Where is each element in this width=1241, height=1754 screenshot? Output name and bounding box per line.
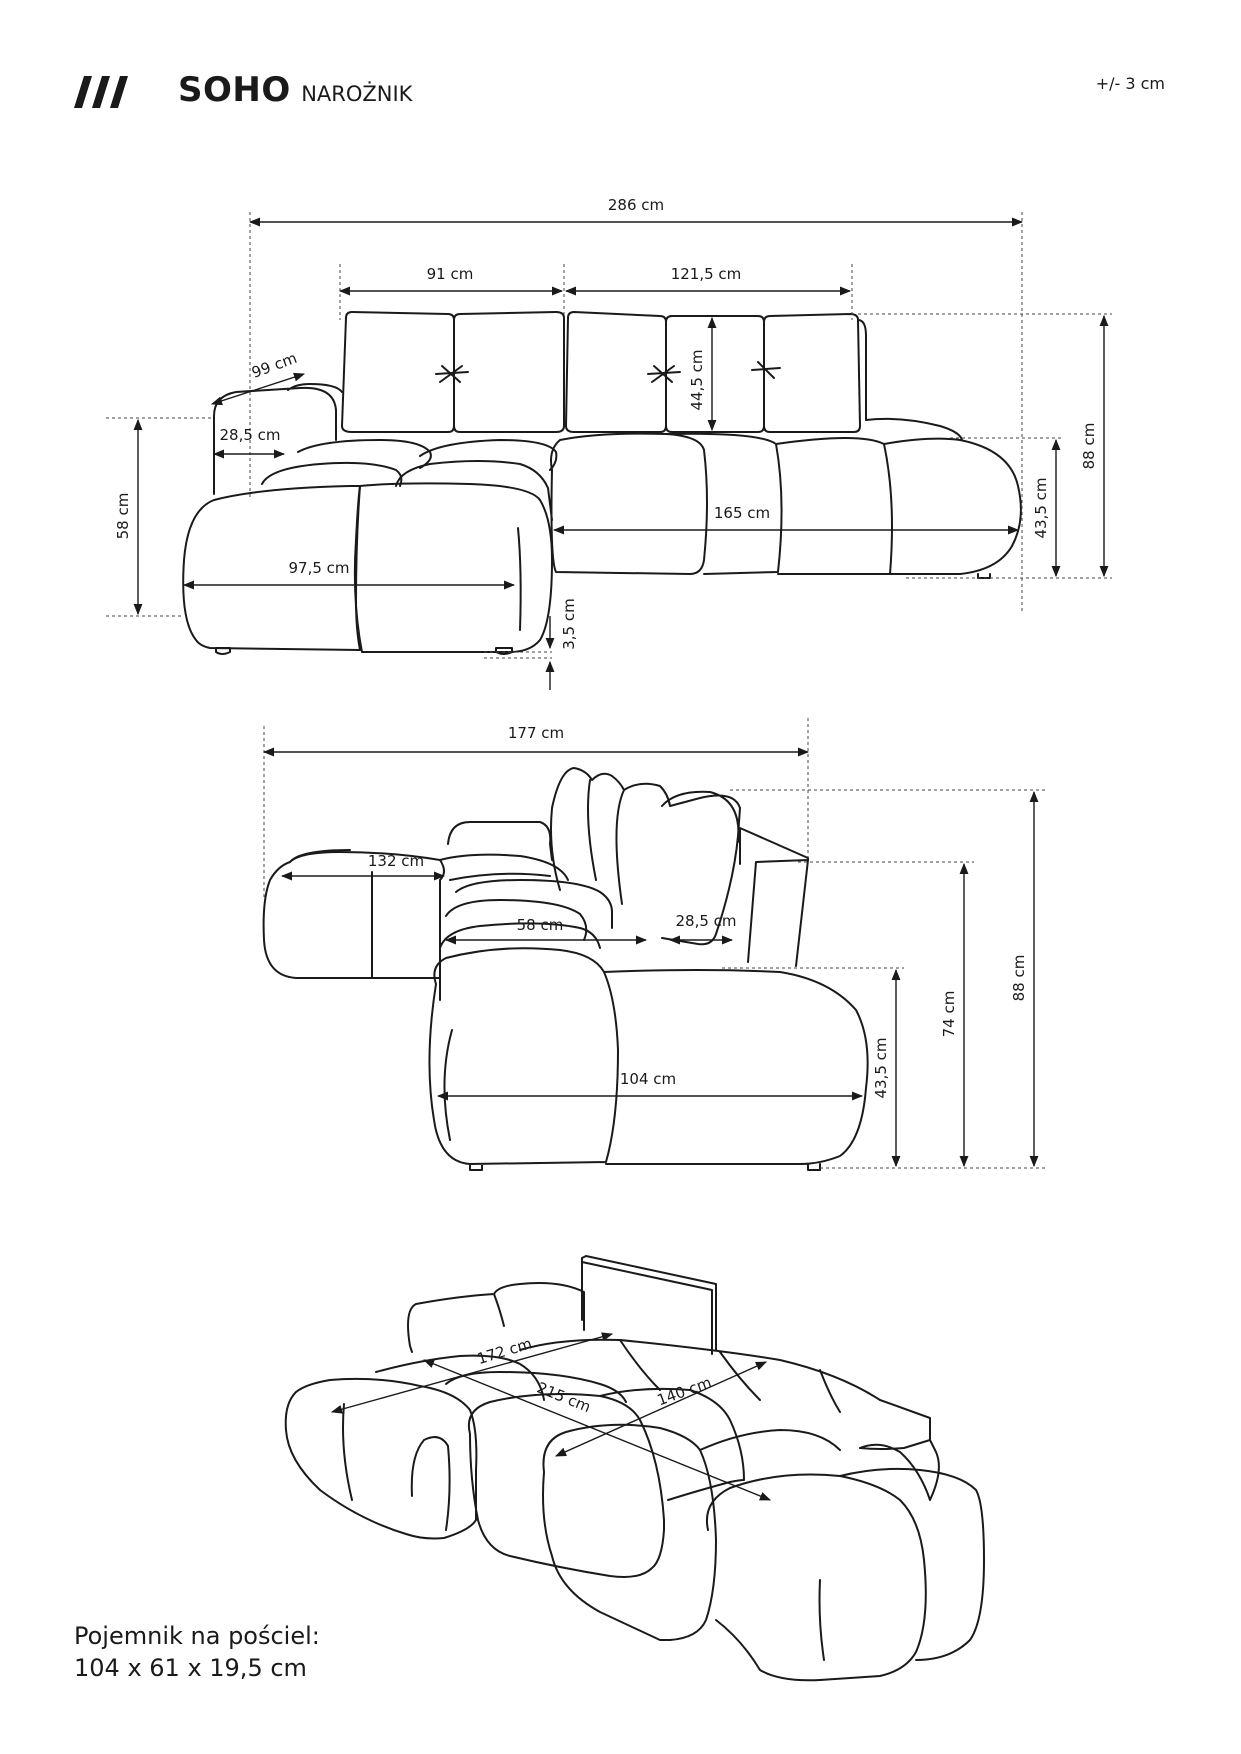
label-arm-depth: 99 cm [249, 349, 299, 382]
label-seat-width: 165 cm [714, 504, 770, 522]
bed-front-module [468, 1387, 745, 1578]
label-chaise-width: 97,5 cm [288, 559, 349, 577]
product-type: NAROŻNIK [301, 82, 413, 106]
label-seat-front: 104 cm [620, 1070, 676, 1088]
label-seat-height: 43,5 cm [1032, 477, 1050, 538]
brand-logo-icon [74, 76, 128, 108]
label-bed-length: 215 cm [534, 1378, 593, 1416]
front-view-drawing: 286 cm 91 cm 121,5 cm 99 cm 28,5 cm 44,5… [106, 196, 1112, 690]
chaise-module [182, 439, 558, 655]
storage-info: Pojemnik na pościel: 104 x 61 x 19,5 cm [74, 1620, 320, 1684]
bed-right-arm [859, 1439, 940, 1501]
side-front-seat [428, 947, 869, 1171]
side-left-arm [447, 821, 553, 861]
label-back-right: 121,5 cm [671, 265, 742, 283]
label-side-total-height: 88 cm [1010, 955, 1028, 1002]
label-total-width: 286 cm [608, 196, 664, 214]
side-right-arm [739, 827, 809, 967]
front-dimensions [106, 212, 1112, 690]
product-name: SOHO [178, 70, 291, 110]
back-cushions [341, 311, 867, 433]
label-depth: 177 cm [508, 724, 564, 742]
label-back-left: 91 cm [427, 265, 474, 283]
storage-size: 104 x 61 x 19,5 cm [74, 1654, 307, 1682]
side-view-drawing: 177 cm 132 cm 58 cm 28,5 cm 104 cm 43,5 … [262, 718, 1048, 1171]
label-cushion-height: 44,5 cm [688, 349, 706, 410]
label-chaise-length: 132 cm [368, 852, 424, 870]
storage-label: Pojemnik na pościel: [74, 1622, 320, 1650]
page-title: SOHO NAROŻNIK [178, 70, 412, 110]
bed-dimensions [330, 1332, 772, 1501]
label-bed-width: 140 cm [655, 1373, 714, 1409]
side-dimension-labels: 177 cm 132 cm 58 cm 28,5 cm 104 cm 43,5 … [368, 724, 1028, 1099]
side-middle-seat [439, 879, 613, 949]
label-seat-depth: 58 cm [517, 916, 564, 934]
label-bed-length-back: 172 cm [475, 1334, 534, 1368]
bed-front-cushion [542, 1423, 841, 1641]
label-arm-width: 28,5 cm [219, 426, 280, 444]
main-seat-module [550, 417, 1022, 579]
bed-view-drawing: 172 cm 215 cm 140 cm [284, 1255, 985, 1682]
bed-left-module [284, 1377, 478, 1540]
label-leg-height: 3,5 cm [560, 598, 578, 649]
side-chaise-top [439, 853, 569, 881]
side-dimensions [262, 718, 1048, 1169]
side-back-cushions [550, 767, 741, 946]
label-side-seat-height: 43,5 cm [872, 1037, 890, 1098]
label-arm-height: 74 cm [940, 991, 958, 1038]
tolerance-note: +/- 3 cm [1095, 74, 1165, 93]
front-dimension-labels: 286 cm 91 cm 121,5 cm 99 cm 28,5 cm 44,5… [114, 196, 1098, 650]
bed-headboard [581, 1255, 717, 1355]
label-side-arm-width: 28,5 cm [675, 912, 736, 930]
bed-main-cushion [706, 1467, 985, 1682]
label-total-height: 88 cm [1080, 423, 1098, 470]
label-chaise-height: 58 cm [114, 493, 132, 540]
